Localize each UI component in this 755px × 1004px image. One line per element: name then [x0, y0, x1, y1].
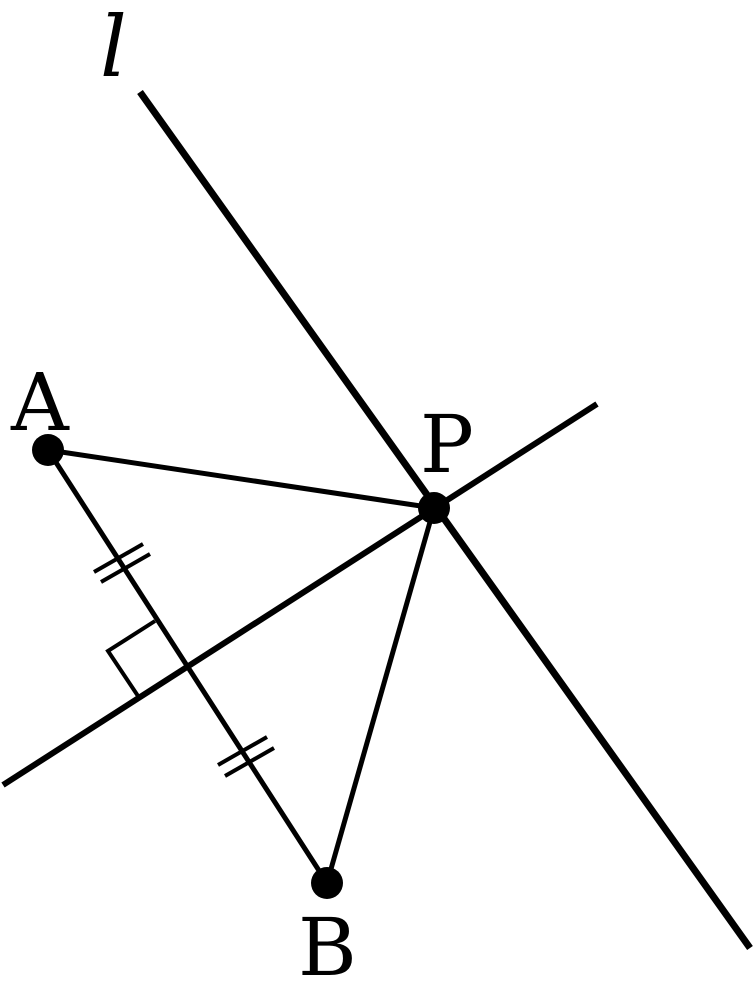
point-p-dot: [418, 492, 450, 524]
perpendicular-bisector: [1, 401, 599, 788]
point-a-dot: [32, 434, 64, 466]
equal-tick-marks-upper: [93, 542, 151, 584]
point-p-label: P: [420, 398, 474, 491]
point-b-dot: [311, 867, 343, 899]
segment-bp: [324, 507, 437, 884]
right-angle-mark: [105, 619, 157, 698]
point-b-label: B: [298, 901, 357, 994]
segment-ap: [47, 447, 435, 511]
tick-mark: [217, 735, 268, 767]
tick-mark: [224, 746, 275, 778]
point-a-label: A: [10, 356, 70, 449]
line-l: [137, 89, 753, 951]
tick-mark: [100, 552, 151, 584]
line-l-label: l: [100, 0, 127, 96]
segment-ab: [45, 448, 330, 885]
equal-tick-marks-lower: [217, 735, 275, 778]
tick-mark: [93, 542, 144, 574]
